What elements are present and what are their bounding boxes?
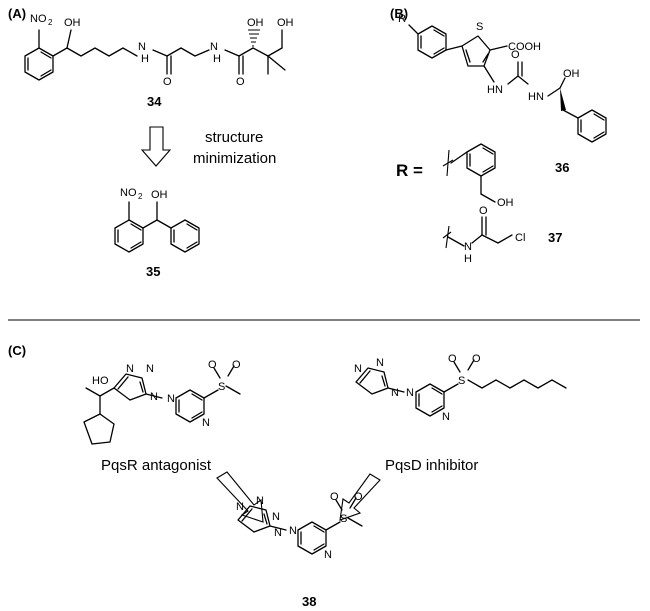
- c34-oh-3: OH: [277, 17, 294, 29]
- c38-tetrazole-n2: N: [256, 495, 264, 507]
- c36-s-label: S: [476, 21, 483, 33]
- r-equals-label: R =: [396, 161, 423, 180]
- caption-pqsd-inhibitor: PqsD inhibitor: [385, 457, 478, 474]
- compound-35-structure: [114, 201, 200, 253]
- pqsd-triazole-n3: N: [391, 387, 399, 399]
- c38-tetrazole-n4: N: [274, 527, 282, 539]
- pqsd-triazole-n2: N: [376, 357, 384, 369]
- c34-no2-label: NO: [30, 13, 47, 25]
- caption-structure: structure: [205, 129, 263, 146]
- compound-36-structure: [408, 24, 607, 143]
- caption-minimization: minimization: [193, 150, 276, 167]
- r-substituent-36-structure: [442, 143, 496, 203]
- pqsr-triazole-n3: N: [150, 391, 158, 403]
- pqsd-inhibitor-structure: [355, 359, 567, 417]
- c35-no2-subscript: 2: [138, 192, 143, 201]
- pqsd-pyrimidine-n2: N: [442, 411, 450, 423]
- c35-oh: OH: [151, 189, 168, 201]
- compound-37-label: 37: [548, 230, 562, 245]
- pqsr-s: S: [218, 381, 225, 393]
- c37-nh-h: H: [464, 253, 472, 265]
- panel-c-label: (C): [8, 343, 26, 358]
- compound-38-label: 38: [302, 594, 316, 609]
- compound-34-label: 34: [147, 94, 162, 109]
- pqsr-ho: HO: [92, 375, 109, 387]
- pqsd-s: S: [458, 375, 465, 387]
- compound-35-label: 35: [146, 264, 160, 279]
- c34-nh-1-h: H: [141, 53, 149, 65]
- c34-nh-2-n: N: [210, 41, 218, 53]
- c35-no2-label: NO: [120, 187, 137, 199]
- c34-no2-subscript: 2: [48, 18, 53, 27]
- r-substituent-37-structure: [442, 216, 513, 249]
- caption-pqsr-antagonist: PqsR antagonist: [101, 457, 212, 474]
- c34-o-1: O: [163, 76, 172, 88]
- c38-tetrazole-n1: N: [236, 501, 244, 513]
- pqsr-triazole-n1: N: [126, 363, 134, 375]
- pqsd-o1: O: [448, 353, 457, 365]
- c37-cl: Cl: [515, 232, 525, 244]
- pqsr-pyrimidine-n1: N: [167, 393, 175, 405]
- compound-38-structure: [237, 497, 363, 555]
- c38-o1: O: [330, 491, 339, 503]
- pqsr-triazole-n2: N: [146, 363, 154, 375]
- pqsd-pyrimidine-n1: N: [406, 387, 414, 399]
- minimization-arrow: [140, 126, 172, 167]
- c37-nh-n: N: [464, 241, 472, 253]
- c36-oh: OH: [563, 68, 580, 80]
- c34-nh-2-h: H: [213, 53, 221, 65]
- c38-pyrimidine-n2: N: [324, 549, 332, 561]
- panel-b-label: (B): [390, 6, 408, 21]
- compound-34-structure: [24, 29, 286, 81]
- c34-oh-2: OH: [247, 17, 264, 29]
- c37-o: O: [479, 205, 488, 217]
- panel-a-label: (A): [8, 6, 26, 21]
- pqsr-o2: O: [232, 359, 241, 371]
- c38-tetrazole-n3: N: [272, 511, 280, 523]
- pqsr-antagonist-structure: [83, 365, 241, 445]
- c34-o-2: O: [236, 76, 245, 88]
- c36-hn-1: HN: [487, 84, 503, 96]
- compound-36-label: 36: [555, 160, 569, 175]
- c38-pyrimidine-n1: N: [289, 525, 297, 537]
- c38-o2: O: [354, 491, 363, 503]
- r-substituent-36-oh: OH: [497, 197, 514, 209]
- pqsd-o2: O: [472, 353, 481, 365]
- c36-urea-o: O: [511, 49, 520, 61]
- c38-s: S: [340, 513, 347, 525]
- pqsd-triazole-n1: N: [354, 363, 362, 375]
- c36-r-label: R: [398, 13, 406, 25]
- pqsr-pyrimidine-n2: N: [202, 417, 210, 429]
- c36-cooh-label: COOH: [508, 41, 541, 53]
- c36-hn-2: HN: [528, 91, 544, 103]
- c34-oh-1: OH: [64, 17, 81, 29]
- pqsr-o1: O: [208, 359, 217, 371]
- c34-nh-1-n: N: [138, 41, 146, 53]
